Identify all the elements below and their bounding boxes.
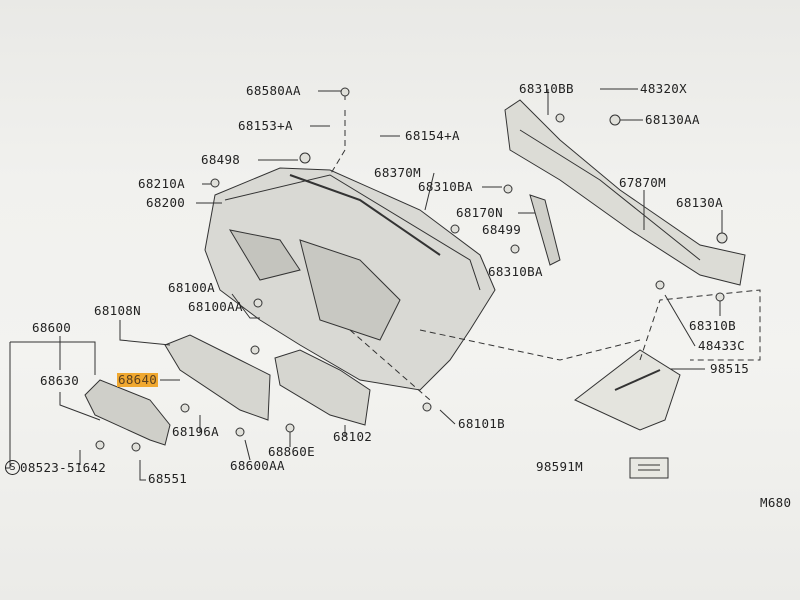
- part-label-68310BA[interactable]: 68310BA: [418, 179, 473, 194]
- diagram-reference-code: M680: [760, 495, 792, 510]
- part-label-68600AA[interactable]: 68600AA: [230, 458, 285, 473]
- part-label-68200[interactable]: 68200: [146, 195, 186, 210]
- part-label-68102[interactable]: 68102: [333, 429, 373, 444]
- part-label-68130AA[interactable]: 68130AA: [645, 112, 700, 127]
- part-label-68108N[interactable]: 68108N: [94, 303, 141, 318]
- part-label-68153A[interactable]: 68153+A: [238, 118, 293, 133]
- part-label-68154A[interactable]: 68154+A: [405, 128, 460, 143]
- part-label-68100AA[interactable]: 68100AA: [188, 299, 243, 314]
- glove-box-lid: [84, 379, 171, 446]
- part-label-68196A[interactable]: 68196A: [172, 424, 219, 439]
- part-label-68499[interactable]: 68499: [482, 222, 522, 237]
- part-label-68630[interactable]: 68630: [40, 373, 80, 388]
- part-label-68130A[interactable]: 68130A: [676, 195, 723, 210]
- part-label-98515[interactable]: 98515: [710, 361, 750, 376]
- part-label-68310BA-2[interactable]: 68310BA: [488, 264, 543, 279]
- part-label-98591M[interactable]: 98591M: [536, 459, 583, 474]
- steering-member: [504, 99, 746, 286]
- screw-symbol-icon: S: [5, 460, 20, 475]
- knee-airbag-cover: [574, 349, 681, 431]
- glove-box-housing: [164, 334, 271, 421]
- part-label-68100A[interactable]: 68100A: [168, 280, 215, 295]
- part-label-68210A[interactable]: 68210A: [138, 176, 185, 191]
- part-label-68101B[interactable]: 68101B: [458, 416, 505, 431]
- part-label-48320X[interactable]: 48320X: [640, 81, 687, 96]
- part-label-68370M[interactable]: 68370M: [374, 165, 421, 180]
- part-label-68860E[interactable]: 68860E: [268, 444, 315, 459]
- part-label-68640-highlighted[interactable]: 68640: [117, 372, 159, 387]
- part-label-68498[interactable]: 68498: [201, 152, 241, 167]
- lower-cover: [274, 349, 371, 426]
- part-label-08523-51642[interactable]: 08523-51642: [20, 460, 107, 475]
- part-label-67870M[interactable]: 67870M: [619, 175, 666, 190]
- part-label-68170N[interactable]: 68170N: [456, 205, 503, 220]
- part-label-68551[interactable]: 68551: [148, 471, 188, 486]
- part-label-68310B[interactable]: 68310B: [689, 318, 736, 333]
- part-label-68310BB[interactable]: 68310BB: [519, 81, 574, 96]
- label-98591M-icon: [629, 457, 669, 479]
- part-label-68580AA[interactable]: 68580AA: [246, 83, 301, 98]
- part-label-68600[interactable]: 68600: [32, 320, 72, 335]
- part-label-48433C[interactable]: 48433C: [698, 338, 745, 353]
